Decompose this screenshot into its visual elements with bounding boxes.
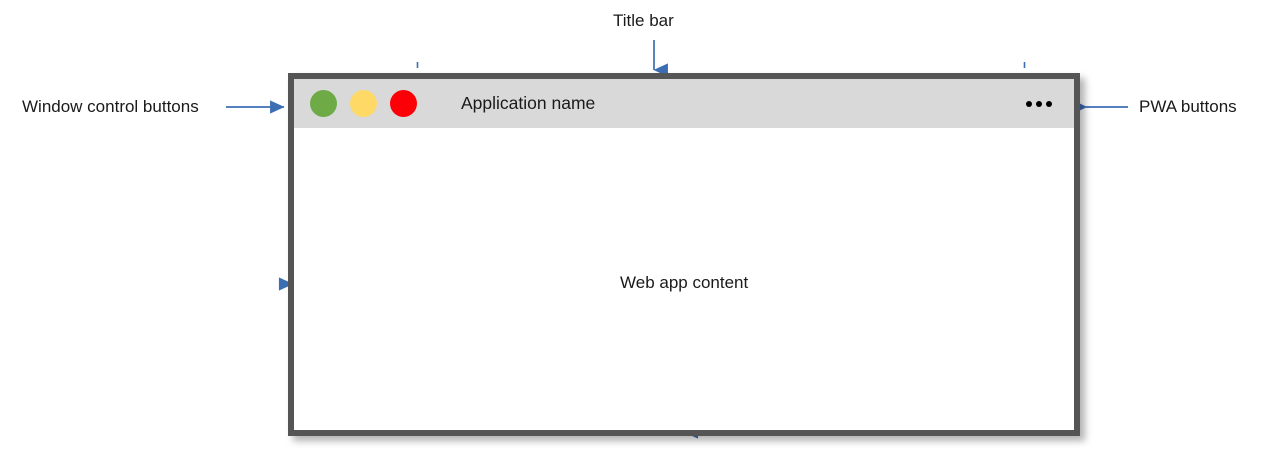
callout-window-control-buttons: Window control buttons — [22, 97, 199, 116]
ellipsis-icon-dot-3 — [1046, 100, 1052, 107]
ellipsis-icon-dot-1 — [1026, 100, 1032, 107]
minimize-button-icon[interactable] — [310, 90, 337, 117]
callout-pwa-buttons: PWA buttons — [1139, 97, 1237, 116]
application-name: Application name — [461, 92, 596, 113]
pwa-menu-button[interactable] — [1024, 97, 1054, 111]
close-button-icon[interactable] — [390, 90, 417, 117]
app-window: Application name — [288, 73, 1080, 436]
title-bar[interactable]: Application name — [294, 79, 1074, 128]
callout-web-app-content: Web app content — [611, 273, 758, 293]
window-control-buttons — [310, 90, 417, 117]
ellipsis-icon-dot-2 — [1036, 100, 1042, 107]
callout-title-bar: Title bar — [613, 11, 674, 30]
maximize-button-icon[interactable] — [350, 90, 377, 117]
